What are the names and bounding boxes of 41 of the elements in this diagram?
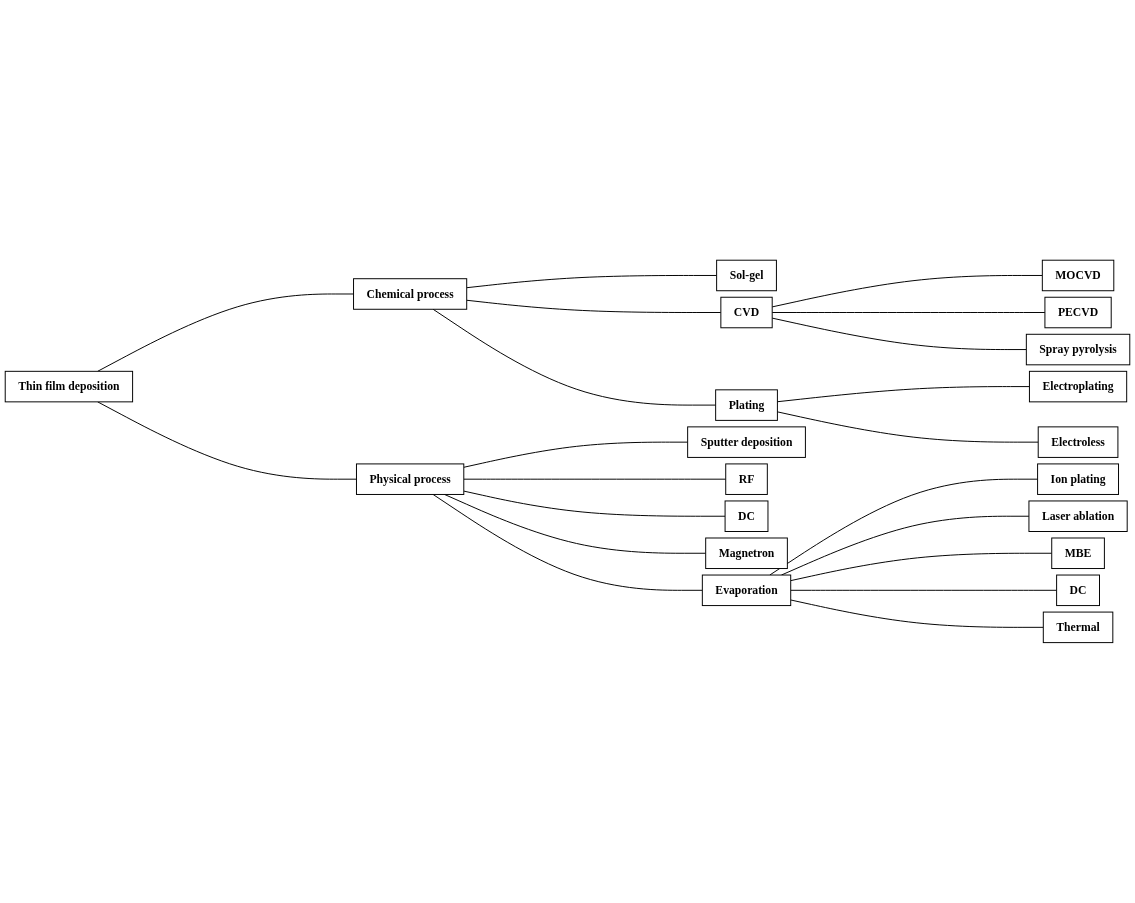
connector: [776, 386, 1030, 403]
node-box: Evaporation: [701, 574, 792, 607]
connector: [97, 293, 355, 372]
node-box: Physical process: [355, 463, 465, 496]
connector: [771, 317, 1027, 351]
connector: [771, 312, 1046, 314]
node-box: MOCVD: [1041, 259, 1115, 292]
connector: [780, 515, 1030, 576]
connector: [463, 478, 727, 480]
node-box: Ion plating: [1037, 463, 1119, 496]
connector: [771, 275, 1043, 308]
connector: [463, 490, 726, 517]
node-box: Electroless: [1037, 426, 1119, 458]
node-box: Plating: [715, 389, 778, 421]
node-box: Thin film deposition: [4, 370, 134, 403]
node-box: DC: [1056, 574, 1100, 607]
node-box: Chemical process: [353, 278, 468, 310]
connector: [776, 411, 1039, 443]
node-box: Magnetron: [705, 537, 788, 570]
node-box: MBE: [1051, 537, 1105, 570]
connector: [432, 308, 717, 406]
node-box: Electroplating: [1028, 370, 1128, 403]
connector: [790, 589, 1058, 591]
connector: [466, 275, 718, 289]
connector: [790, 599, 1044, 628]
connector: [466, 299, 722, 314]
node-box: PECVD: [1044, 296, 1112, 329]
connector: [463, 441, 689, 468]
node-box: Laser ablation: [1028, 500, 1128, 533]
connector: [769, 478, 1039, 576]
node-box: Sputter deposition: [687, 426, 806, 458]
node-box: RF: [725, 463, 768, 496]
node-box: DC: [724, 500, 769, 533]
node-box: Sol-gel: [716, 259, 777, 292]
connector: [444, 494, 707, 554]
node-box: Thermal: [1042, 611, 1114, 644]
connector: [790, 552, 1053, 582]
node-box: Spray pyrolysis: [1025, 333, 1131, 366]
node-box: CVD: [720, 296, 773, 329]
connector: [97, 401, 357, 480]
connector: [432, 494, 703, 591]
